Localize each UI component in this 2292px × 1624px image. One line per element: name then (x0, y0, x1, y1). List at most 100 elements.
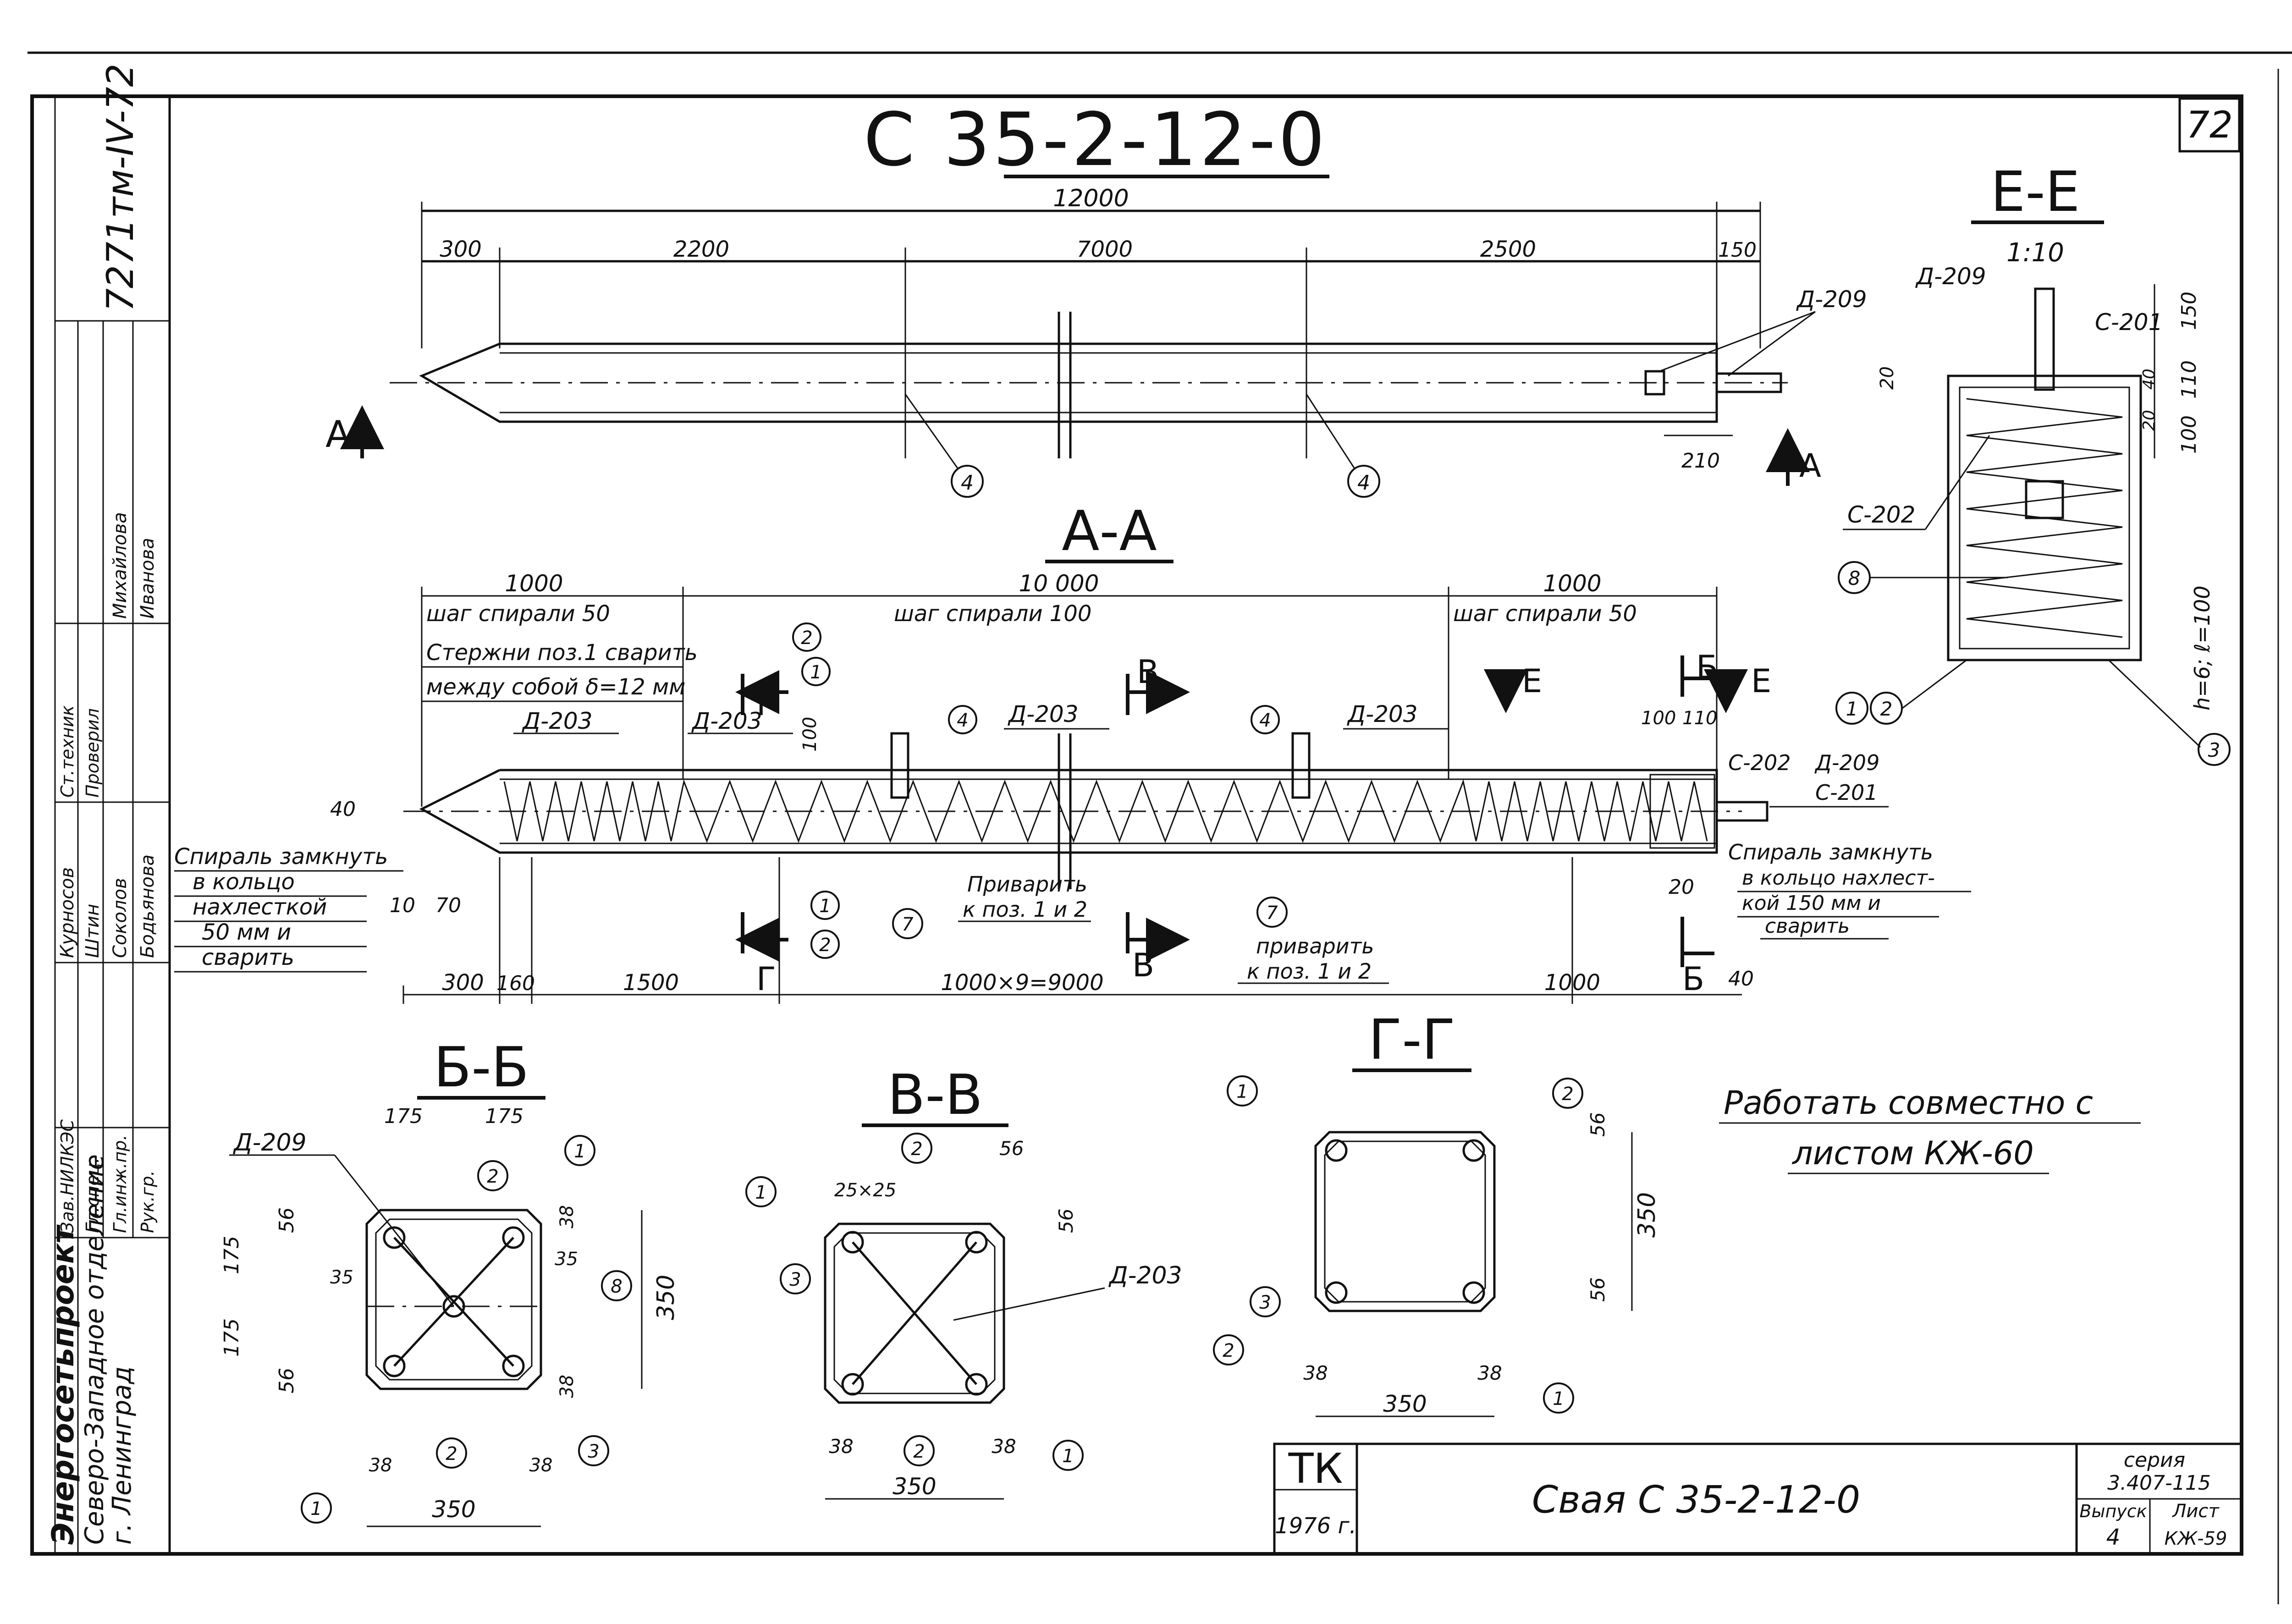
section-aa: А-А 1000 10 000 1000 шаг спирали 50 шаг … (174, 500, 1971, 1004)
ee-dim-6: 20 (2140, 410, 2159, 431)
section-bb-title: Б-Б (434, 1036, 529, 1100)
ee-dim-2: 110 (2177, 360, 2201, 399)
cut-mark-v-bottom: В (1132, 947, 1154, 984)
org-name: Энергосетьпроект (45, 1224, 81, 1545)
bb-dim-2: 175 (485, 1105, 523, 1128)
ee-note: h=6; ℓ=100 (2190, 586, 2215, 710)
elev-dim-1: 300 (440, 237, 482, 262)
section-mark-left: А (325, 413, 351, 456)
spiral-reinforcement (503, 779, 1708, 843)
bb-dim-12: 38 (369, 1455, 392, 1476)
aa-callout-2-top: 2 (801, 628, 812, 649)
aa-bottom-dim-1: 300 (442, 970, 484, 996)
aa-small-dim-1: 100 (1641, 708, 1676, 729)
aa-left-note-4: 50 мм и (202, 919, 291, 945)
org-city: г. Ленинград (107, 1366, 137, 1545)
elev-dim-3: 7000 (1077, 237, 1133, 262)
aa-pitch-1: шаг спирали 50 (426, 601, 610, 627)
tb-name: Свая С 35-2-12-0 (1532, 1478, 1860, 1522)
aa-pitch-3: шаг спирали 50 (1453, 601, 1637, 627)
name-6: Иванова (137, 538, 158, 619)
cut-mark-b-top: Б (1696, 649, 1718, 686)
aa-weld-b-2: к поз. 1 и 2 (1247, 959, 1372, 984)
aa-part-3: Д-203 (1008, 701, 1079, 727)
aa-small-dim-2: 110 (1682, 708, 1717, 729)
aa-small-dim-7: 40 (1728, 967, 1754, 991)
bb-dim-9: 35 (330, 1267, 353, 1288)
ee-spiral-line (1966, 398, 2123, 638)
section-bb: Б-Б Д-209 175 175 175 175 56 56 38 38 35… (220, 1036, 680, 1527)
gg-dim-4: 38 (1303, 1362, 1328, 1384)
aa-part-4: Д-203 (1347, 701, 1418, 727)
aa-right-note-2: в кольцо нахлест- (1742, 866, 1935, 890)
aa-part-2: Д-203 (691, 708, 762, 734)
aa-left-note-5: сварить (202, 945, 294, 970)
vv-chamfer: 25×25 (834, 1180, 896, 1201)
name-2: Штин (82, 904, 103, 958)
tb-sheet-label: Лист (2171, 1501, 2220, 1522)
ee-dim-3: 100 (2177, 415, 2201, 454)
gg-dim-6: 350 (1383, 1391, 1427, 1417)
bb-dim-11: 350 (652, 1275, 680, 1320)
spiral-line (503, 779, 1708, 843)
bb-dim-13: 38 (529, 1455, 553, 1476)
elev-dim-4: 2500 (1480, 237, 1536, 262)
sheet-frame (28, 51, 2292, 1604)
role-3: Гл.инж.пр. (110, 1135, 130, 1233)
aa-callout-2-bottom: 2 (819, 935, 831, 956)
aa-callout-1-bottom: 1 (819, 896, 831, 917)
ee-callout-8: 8 (1848, 567, 1861, 589)
ee-part-3: С-202 (1847, 501, 1915, 528)
bb-dim-10: 35 (555, 1249, 578, 1270)
tb-sheet: КЖ-59 (2165, 1528, 2227, 1549)
tb-year: 1976 г. (1275, 1513, 1356, 1539)
tb-issue: 4 (2106, 1525, 2121, 1550)
bb-part: Д-209 (233, 1129, 307, 1156)
main-title: С 35-2-12-0 (864, 97, 1328, 182)
gg-callout-2: 2 (1562, 1084, 1573, 1105)
name-1: Курносов (57, 867, 78, 958)
aa-top-dim-3: 1000 (1543, 570, 1601, 597)
role-1: Зав.НИЛКЭС (57, 1119, 77, 1233)
aa-left-note-1: Спираль замкнуть (174, 844, 388, 870)
name-5: Михайлова (110, 512, 131, 619)
vv-dim-3: 38 (829, 1435, 853, 1458)
cut-mark-g-bottom: Г (756, 960, 776, 998)
working-note: Работать совместно с листом КЖ-60 (1719, 1084, 2141, 1174)
aa-right-note-4: сварить (1765, 914, 1850, 938)
aa-callout-1-top: 1 (810, 662, 821, 683)
side-stamp: 7271тм-IV-72 Энергосетьпроект Северо-Зап… (45, 64, 170, 1554)
vv-dim-5: 350 (893, 1473, 936, 1500)
ee-spiral (1966, 398, 2123, 638)
ee-part-1: Д-209 (1915, 263, 1986, 290)
vv-callout-2b: 2 (913, 1441, 925, 1462)
section-ee-scale: 1:10 (2006, 238, 2064, 268)
gg-callout-3: 3 (1259, 1292, 1271, 1313)
aa-weld-a-2: к поз. 1 и 2 (963, 897, 1087, 922)
bb-callout-2b: 2 (446, 1443, 457, 1464)
aa-right-part-2: Д-209 (1814, 750, 1879, 775)
note-line-2: листом КЖ-60 (1791, 1134, 2034, 1172)
vv-part: Д-203 (1108, 1262, 1182, 1289)
elev-dim-2: 2200 (673, 237, 729, 262)
bb-callout-3: 3 (588, 1441, 599, 1462)
bb-dim-6: 56 (275, 1368, 298, 1393)
vv-callout-1: 1 (755, 1182, 766, 1203)
cut-mark-e: Е (1522, 662, 1542, 700)
role-2: Гл.спец. (83, 1157, 103, 1233)
aa-weld-a-1: Приварить (967, 872, 1087, 897)
cut-mark-v-top: В (1137, 653, 1159, 691)
aa-right-part-3: С-201 (1815, 780, 1878, 805)
name-4: Бодьянова (137, 854, 158, 958)
aa-callout-4-b: 4 (1259, 710, 1271, 731)
sheet-number-box: 72 (2178, 97, 2241, 153)
ee-dim-5: 40 (2140, 369, 2159, 390)
ee-dim-1: 150 (2177, 292, 2201, 330)
section-vv-title: В-В (887, 1063, 983, 1127)
aa-small-dim-4: 10 (390, 894, 415, 917)
aa-bottom-dim-2: 160 (496, 972, 535, 995)
gg-callout-2b: 2 (1223, 1340, 1234, 1361)
org-branch: Северо-Западное отделение (80, 1154, 110, 1545)
aa-weld-b-1: приварить (1256, 934, 1374, 958)
section-ee-title: Е-Е (1991, 160, 2080, 224)
